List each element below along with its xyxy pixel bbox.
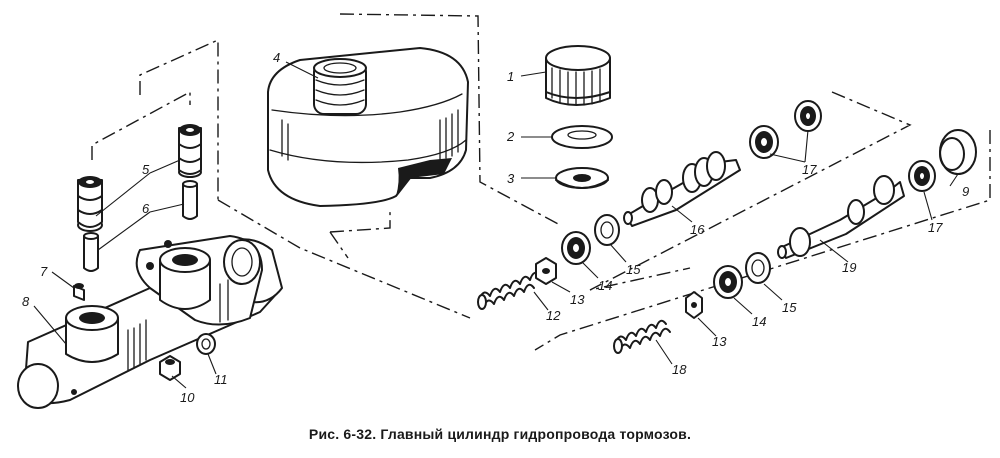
label-9: 9	[962, 184, 969, 199]
stop-washer-lower	[685, 291, 703, 319]
stop-washer-upper	[535, 257, 557, 285]
master-cylinder-body	[17, 235, 283, 409]
label-leader-lines	[33, 61, 959, 389]
locking-screw	[73, 283, 85, 301]
reservoir-cap	[545, 45, 611, 106]
label-11: 11	[214, 372, 228, 387]
label-12: 12	[546, 308, 561, 323]
label-2: 2	[506, 129, 515, 144]
label-10: 10	[180, 390, 195, 405]
label-5: 5	[142, 162, 150, 177]
label-14-upper: 14	[598, 278, 612, 293]
label-13-lower: 13	[712, 334, 727, 349]
filter-ring	[555, 167, 609, 189]
piston-cup-upper	[561, 231, 591, 265]
label-17-upper: 17	[802, 162, 817, 177]
piston-upper	[623, 151, 741, 227]
return-spring-upper	[477, 271, 541, 310]
spacer-washer-lower	[745, 252, 771, 284]
label-13-upper: 13	[570, 292, 585, 307]
assembly-guide-lines	[91, 13, 991, 351]
reservoir	[267, 47, 469, 207]
label-6: 6	[142, 201, 150, 216]
label-15-upper: 15	[626, 262, 641, 277]
plug-washer	[196, 333, 216, 355]
label-16: 16	[690, 222, 705, 237]
label-15-lower: 15	[782, 300, 797, 315]
label-4: 4	[273, 50, 280, 65]
label-8: 8	[22, 294, 30, 309]
label-1: 1	[507, 69, 514, 84]
primary-cups	[749, 100, 936, 192]
stop-ring	[939, 129, 977, 175]
figure-caption: Рис. 6-32. Главный цилиндр гидропровода …	[308, 426, 692, 442]
piston-lower	[777, 175, 905, 259]
label-19: 19	[842, 260, 856, 275]
return-spring-lower	[613, 319, 671, 354]
plug-nut	[159, 355, 181, 381]
bleed-fittings	[83, 180, 198, 272]
label-14-lower: 14	[752, 314, 766, 329]
label-18: 18	[672, 362, 687, 377]
label-3: 3	[507, 171, 515, 186]
label-7: 7	[40, 264, 48, 279]
spacer-washer-upper	[594, 214, 620, 246]
protective-caps	[77, 124, 202, 232]
part-labels: 1 2 3 4 5 6 7 8 9 10 11 12 13 13 14 14 1…	[22, 50, 969, 405]
cap-gasket	[551, 125, 613, 149]
label-17-lower: 17	[928, 220, 943, 235]
piston-cup-lower	[713, 265, 743, 299]
